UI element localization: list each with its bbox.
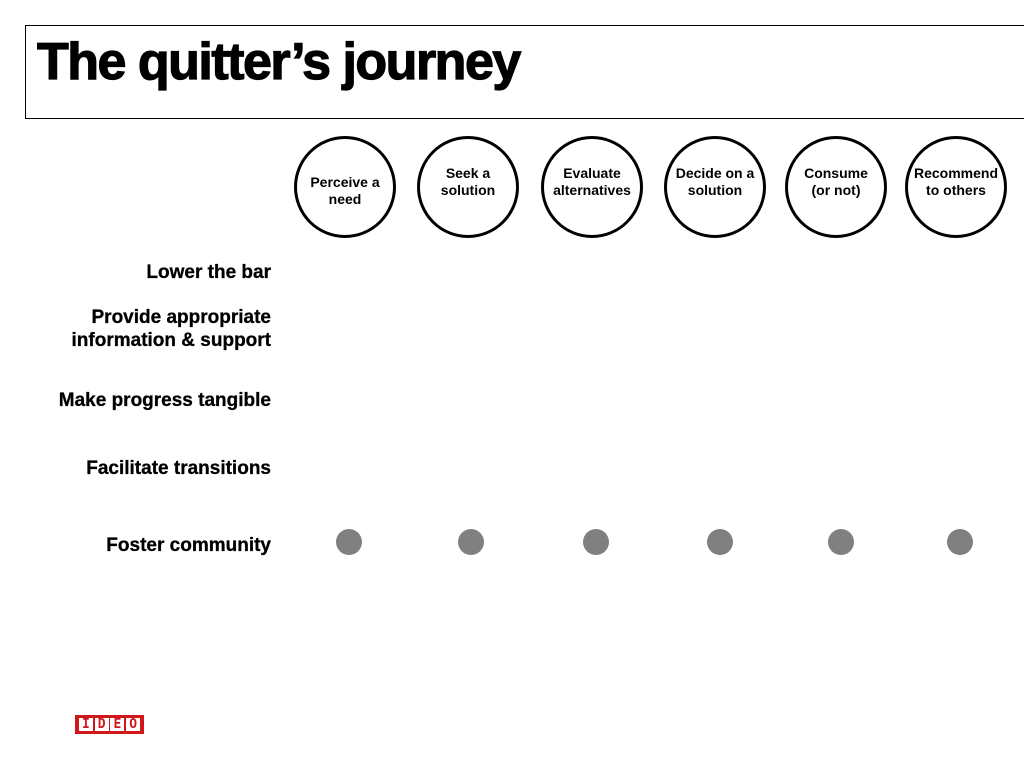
stage-label: Seek a solution (440, 165, 496, 198)
logo-letter: O (126, 718, 141, 731)
slide-title: The quitter’s journey (36, 32, 521, 91)
row-label-information-support: Provide appropriate information & suppor… (71, 307, 271, 351)
title-frame (25, 25, 1024, 119)
logo-letter: E (110, 718, 125, 731)
stage-evaluate-alternatives: Evaluate alternatives (541, 136, 643, 238)
ideo-logo: I D E O (75, 715, 144, 734)
row-label-lower-the-bar: Lower the bar (146, 262, 271, 283)
stage-label: Recommend to others (913, 165, 999, 198)
stage-perceive-need: Perceive a need (294, 136, 396, 238)
row-label-facilitate-transitions: Facilitate transitions (86, 458, 271, 479)
row-label-foster-community: Foster community (106, 535, 271, 556)
stage-label: Decide on a solution (675, 165, 755, 198)
stage-consume: Consume (or not) (785, 136, 887, 238)
community-marker-perceive (336, 529, 362, 555)
community-marker-recommend (947, 529, 973, 555)
stage-label: Evaluate alternatives (553, 165, 631, 198)
stage-label: Consume (or not) (804, 165, 868, 198)
stage-label: Perceive a need (310, 174, 380, 207)
stage-recommend: Recommend to others (905, 136, 1007, 238)
logo-letter: I (78, 718, 93, 731)
community-marker-consume (828, 529, 854, 555)
stage-seek-solution: Seek a solution (417, 136, 519, 238)
community-marker-evaluate (583, 529, 609, 555)
community-marker-seek (458, 529, 484, 555)
stage-decide-solution: Decide on a solution (664, 136, 766, 238)
logo-letter: D (94, 718, 109, 731)
community-marker-decide (707, 529, 733, 555)
row-label-progress-tangible: Make progress tangible (58, 390, 272, 411)
